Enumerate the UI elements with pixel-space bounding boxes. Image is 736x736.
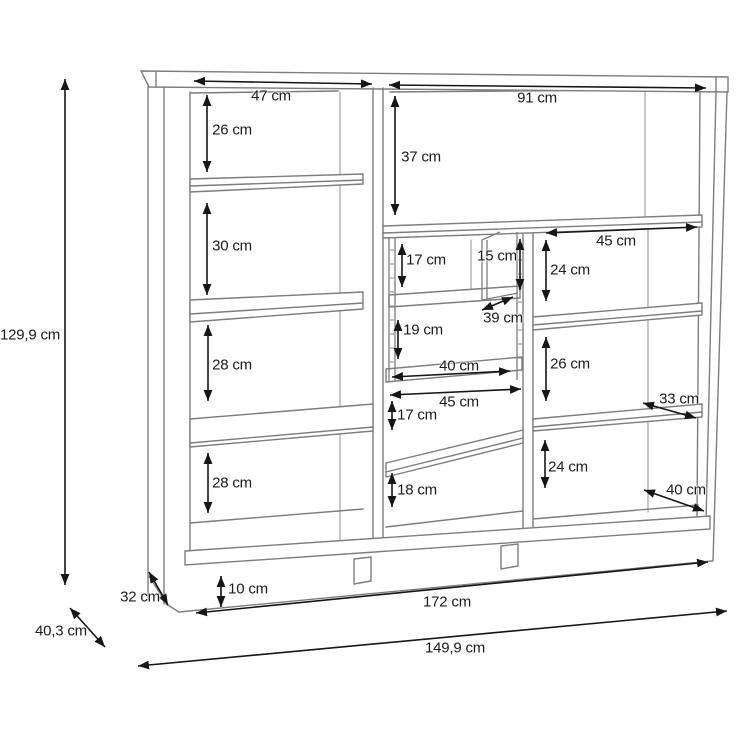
- label-front-width: 149,9 cm: [424, 639, 486, 657]
- label-mid-shelf-depth: 39 cm: [483, 309, 523, 327]
- label-mid-lower-1: 17 cm: [397, 406, 437, 424]
- left-shelf-2: [189, 291, 364, 323]
- right-shelf-1: [532, 302, 703, 331]
- dim-top-width-right: [388, 80, 707, 93]
- label-height-total: 129,9 cm: [0, 326, 61, 344]
- label-depth-total: 40,3 cm: [35, 622, 87, 640]
- label-top-width-right: 91 cm: [517, 89, 557, 107]
- left-shelf-3: [189, 403, 374, 448]
- dim-top-width-left: [193, 76, 373, 89]
- label-mid-lower-2: 18 cm: [397, 481, 437, 499]
- label-right-comp-2: 26 cm: [550, 355, 590, 373]
- label-right-comp-1: 24 cm: [550, 261, 590, 279]
- dim-mid-45: [389, 385, 522, 399]
- label-mid-width: 45 cm: [439, 393, 479, 411]
- bottom-panel: [184, 515, 711, 566]
- label-mid-top: 37 cm: [401, 148, 441, 166]
- dim-right-45: [545, 223, 698, 237]
- dimension-arrows: [60, 76, 728, 670]
- wide-shelf: [382, 214, 703, 239]
- mid-lower-shelf: [385, 429, 524, 478]
- label-left-comp-3: 28 cm: [212, 356, 252, 374]
- label-mid-cubby-lower: 19 cm: [403, 321, 443, 339]
- label-mid-inner-width: 40 cm: [439, 357, 479, 375]
- label-right-width: 45 cm: [596, 232, 636, 250]
- label-mid-cubby-right: 15 cm: [477, 247, 517, 265]
- dim-mid-40: [391, 367, 511, 381]
- label-left-comp-2: 30 cm: [212, 237, 252, 255]
- label-mid-cubby-left: 17 cm: [406, 251, 446, 269]
- dim-depth-32: [148, 571, 169, 606]
- shelves: [189, 173, 703, 478]
- dim-mid-39: [481, 296, 514, 311]
- label-left-comp-4: 28 cm: [212, 474, 252, 492]
- dim-depth-403: [69, 607, 106, 648]
- foot: [500, 543, 519, 570]
- label-top-width-left: 47 cm: [251, 87, 291, 105]
- foot: [353, 556, 372, 585]
- label-right-shelf-depth-upper: 33 cm: [659, 390, 699, 408]
- dim-right-40: [643, 489, 705, 512]
- dim-right-33: [642, 401, 697, 420]
- dim-width-172: [195, 558, 709, 617]
- label-right-shelf-depth-lower: 40 cm: [666, 481, 706, 499]
- dim-width-1499: [137, 607, 728, 670]
- label-left-comp-1: 26 cm: [212, 121, 252, 139]
- label-plinth-height: 10 cm: [228, 580, 268, 598]
- label-right-comp-3: 24 cm: [548, 458, 588, 476]
- label-plinth-depth: 32 cm: [120, 588, 160, 606]
- right-shelf-2: [532, 403, 703, 432]
- label-base-width: 172 cm: [423, 593, 471, 611]
